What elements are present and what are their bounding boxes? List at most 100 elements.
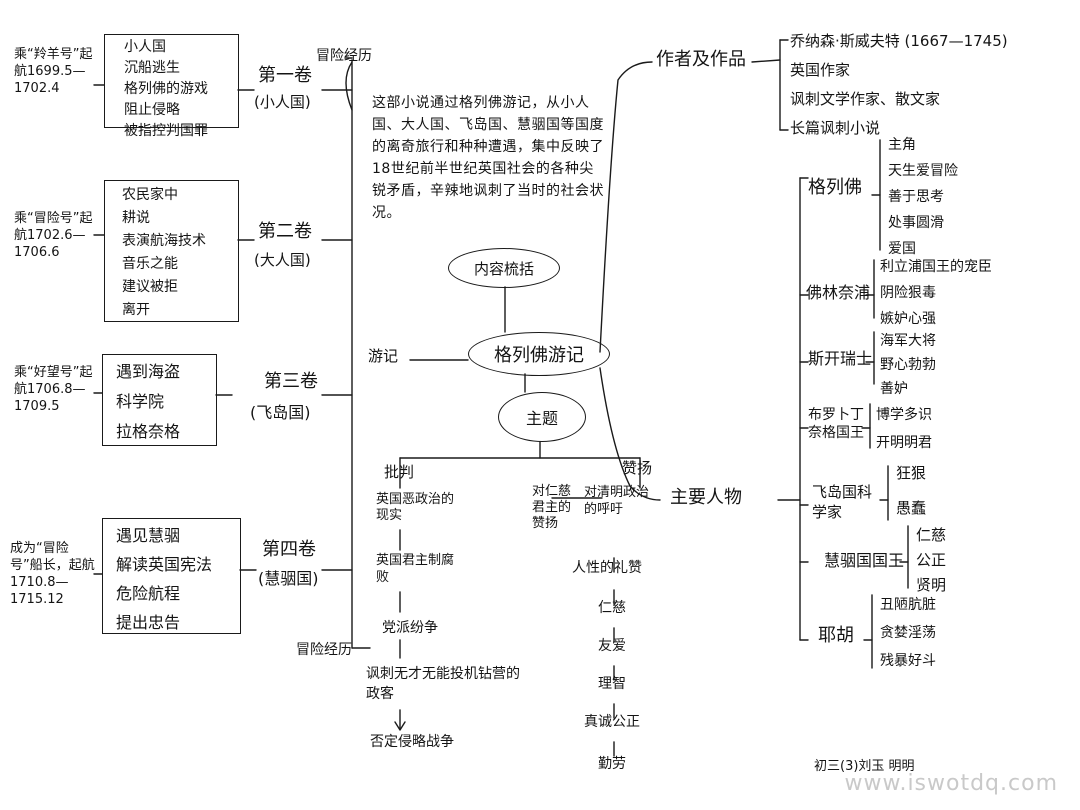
character-trait: 天生爱冒险: [888, 163, 958, 179]
volume-2-event: 建议被拒: [122, 279, 178, 295]
character-trait: 阴险狠毒: [880, 285, 936, 301]
character-brobdingnag-king: 布罗卜丁奈格国王: [808, 407, 864, 441]
overview-heading-node[interactable]: 内容梳括: [448, 248, 560, 288]
character-trait: 野心勃勃: [880, 357, 936, 373]
adventure-label-bottom: 冒险经历: [296, 642, 352, 658]
volume-3-ship: 乘“好望号”起航1706.8—1709.5: [14, 365, 93, 414]
travelogue-label: 游记: [368, 347, 399, 365]
character-trait: 残暴好斗: [880, 653, 936, 669]
criticism-item-4: 讽刺无才无能投机钻营的政客: [366, 666, 520, 702]
volume-3-event: 拉格奈格: [116, 422, 181, 441]
character-gulliver-traits: 主角 天生爱冒险 善于思考 处事圆滑 爱国: [888, 134, 958, 258]
overview-heading: 内容梳括: [473, 259, 534, 278]
criticism-item-2: 英国君主制腐败: [376, 553, 455, 585]
center-title: 格列佛游记: [494, 345, 584, 366]
character-brobdingnag-king-traits: 博学多识 开明明君: [876, 404, 932, 452]
character-flimnap: 佛林奈浦: [806, 283, 871, 302]
character-trait: 处事圆滑: [888, 215, 944, 231]
volume-1-country: (小人国): [254, 93, 311, 111]
praise-chain-6: 勤劳: [598, 756, 626, 772]
volume-2-events: 农民家中 耕说 表演航海技术 音乐之能 建议被拒 离开: [122, 184, 206, 319]
volume-4-title: 第四卷: [262, 539, 316, 560]
volume-3-event: 遇到海盗: [116, 362, 181, 381]
character-flimnap-traits: 利立浦国王的宠臣 阴险狠毒 嫉妒心强: [880, 256, 992, 328]
volume-3-events: 遇到海盗 科学院 拉格奈格: [116, 358, 180, 442]
volume-1-event: 沉船逃生: [124, 60, 180, 76]
author-attribution: 初三(3)刘玉 明明: [814, 759, 915, 774]
praise-right: 对清明政治的呼吁: [584, 485, 650, 517]
character-yahoo-traits: 丑陋肮脏 贪婪淫荡 残暴好斗: [880, 594, 936, 670]
character-trait: 丑陋肮脏: [880, 597, 936, 613]
adventure-label-top: 冒险经历: [316, 48, 372, 64]
volume-1-event: 格列佛的游戏: [124, 81, 208, 97]
praise-chain-5: 真诚公正: [584, 714, 640, 730]
praise-chain-4: 理智: [598, 676, 626, 692]
volume-1-title: 第一卷: [258, 65, 312, 86]
volume-2-bracket-right: [232, 180, 239, 322]
character-trait: 贤明: [916, 576, 947, 594]
character-trait: 博学多识: [876, 407, 932, 423]
author-line: 英国作家: [790, 61, 851, 79]
volume-3-title: 第三卷: [264, 371, 318, 392]
character-laputa-scientist: 飞岛国科学家: [812, 483, 873, 521]
volume-4-events: 遇见慧骃 解读英国宪法 危险航程 提出忠告: [116, 522, 212, 633]
character-houyhnhnm-king-traits: 仁慈 公正 贤明: [916, 524, 946, 595]
volume-2-events-bracket: [104, 180, 239, 322]
praise-left: 对仁慈君主的赞扬: [532, 484, 572, 531]
character-trait: 公正: [916, 551, 947, 569]
criticism-label: 批判: [384, 463, 415, 481]
character-trait: 爱国: [888, 241, 916, 257]
praise-label: 赞扬: [622, 459, 653, 477]
volume-1-event: 阻止侵略: [124, 102, 180, 118]
author-line: 讽刺文学作家、散文家: [790, 90, 941, 108]
volume-2-ship: 乘“冒险号”起航1702.6—1706.6: [14, 211, 93, 260]
criticism-item-1: 英国恶政治的现实: [376, 492, 455, 523]
volume-1-event: 被指控判国罪: [124, 123, 208, 139]
criticism-item-3: 党派纷争: [382, 620, 438, 636]
character-trait: 利立浦国王的宠臣: [880, 259, 992, 275]
volume-4-ship: 成为“冒险号”船长，起航1710.8—1715.12: [10, 541, 95, 607]
volume-4-bracket-right: [234, 518, 241, 634]
volume-1-ship: 乘“羚羊号”起航1699.5—1702.4: [14, 47, 93, 96]
volume-2-event: 农民家中: [122, 187, 178, 203]
author-label: 作者及作品: [656, 49, 746, 70]
watermark: www.iswotdq.com: [844, 771, 1058, 796]
volume-2-event: 耕说: [122, 210, 150, 226]
volume-1-events: 小人国 沉船逃生 格列佛的游戏 阻止侵略 被指控判国罪: [124, 36, 208, 140]
volume-3-country: (飞岛国): [250, 403, 311, 422]
character-gulliver: 格列佛: [808, 177, 862, 198]
character-trait: 仁慈: [916, 526, 947, 544]
volume-4-event: 提出忠告: [116, 613, 181, 632]
character-trait: 嫉妒心强: [880, 311, 936, 327]
character-laputa-scientist-traits: 狂狠 愚蠢: [896, 462, 926, 518]
volume-4-events-bracket: [102, 518, 241, 634]
volume-1-bracket-right: [232, 34, 239, 128]
theme-label: 主题: [525, 409, 558, 428]
character-trait: 主角: [888, 137, 916, 153]
character-trait: 善妒: [880, 381, 908, 397]
volume-1-event: 小人国: [124, 39, 166, 55]
volume-2-event: 音乐之能: [122, 256, 178, 272]
volume-2-country: (大人国): [254, 251, 311, 269]
character-houyhnhnm-king: 慧骃国国王: [824, 551, 905, 570]
theme-node[interactable]: 主题: [498, 392, 586, 442]
volume-4-event: 解读英国宪法: [116, 555, 213, 574]
criticism-item-5: 否定侵略战争: [370, 734, 454, 750]
author-line: 长篇讽刺小说: [790, 119, 881, 137]
character-trait: 海军大将: [880, 333, 936, 349]
volume-3-events-bracket: [102, 354, 217, 446]
volume-2-title: 第二卷: [258, 221, 312, 242]
volume-3-event: 科学院: [116, 392, 165, 411]
praise-chain-2: 仁慈: [598, 600, 626, 616]
volume-3-bracket-right: [210, 354, 217, 446]
characters-label: 主要人物: [670, 487, 742, 508]
character-trait: 贪婪淫荡: [880, 625, 936, 641]
character-trait: 愚蠢: [896, 499, 927, 517]
character-trait: 开明明君: [876, 435, 932, 451]
character-trait: 善于思考: [888, 189, 944, 205]
praise-chain-3: 友爱: [598, 638, 626, 654]
center-node[interactable]: 格列佛游记: [468, 332, 610, 376]
author-line: 乔纳森·斯威夫特 (1667—1745): [790, 32, 1008, 50]
volume-4-country: (慧骃国): [258, 569, 319, 588]
